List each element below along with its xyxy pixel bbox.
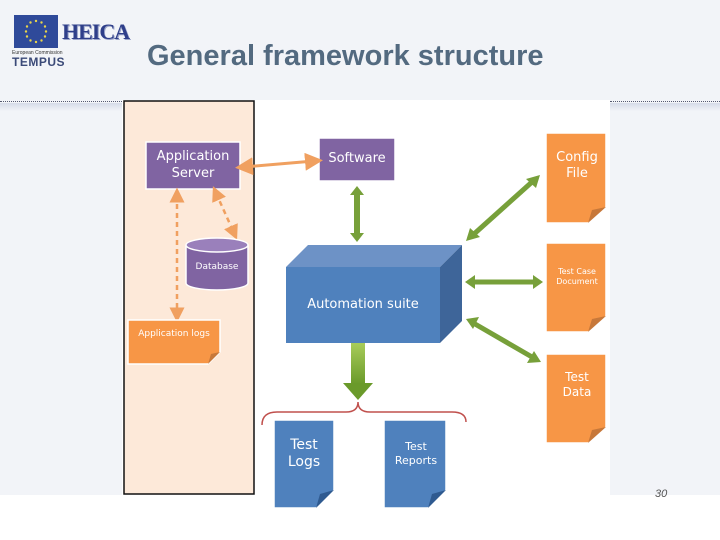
app-logs-note	[127, 319, 221, 365]
test-data-label: Test Data	[562, 370, 592, 399]
test-reports-note	[383, 419, 447, 509]
test-logs-note	[273, 419, 335, 509]
tempus-logo: TEMPUS	[12, 55, 66, 69]
suite-config-arrow	[466, 175, 540, 241]
output-brace	[261, 401, 467, 426]
database-label: Database	[195, 262, 239, 273]
header-shade-right	[610, 103, 720, 111]
software-label: Software	[328, 151, 386, 167]
header-shade-left	[0, 103, 122, 111]
app-server-label: Application Server	[156, 149, 230, 181]
slide-title: General framework structure	[147, 40, 544, 72]
framework-diagram: Application Server Software Database App…	[122, 100, 610, 510]
test-case-document-label: Test Case Document	[556, 267, 598, 286]
automation-suite-label: Automation suite	[307, 296, 419, 312]
european-commission-text: European Commission	[12, 50, 63, 56]
config-file-label: Config File	[556, 149, 598, 181]
app-logs-label: Application logs	[138, 329, 210, 340]
app-db-dashed-arrow	[212, 186, 238, 240]
database-cylinder	[185, 237, 249, 291]
automation-suite-box	[286, 245, 462, 343]
suite-testdata-arrow	[466, 317, 541, 363]
software-suite-arrow	[350, 186, 364, 242]
suite-testcase-arrow	[465, 275, 543, 289]
config-file-note	[545, 132, 607, 224]
suite-output-arrow	[343, 343, 373, 400]
header-divider-left	[0, 101, 122, 102]
test-data-note	[545, 353, 607, 444]
heica-logo: HEICA	[62, 19, 130, 44]
app-software-arrow	[235, 152, 323, 176]
software-box	[318, 137, 396, 182]
test-case-document-note	[545, 242, 607, 333]
header-divider-right	[610, 101, 720, 102]
page-number: 30	[655, 488, 668, 500]
test-reports-label: Test Reports	[394, 440, 438, 467]
test-logs-label: Test Logs	[287, 436, 321, 471]
eu-flag-logo	[14, 15, 58, 48]
